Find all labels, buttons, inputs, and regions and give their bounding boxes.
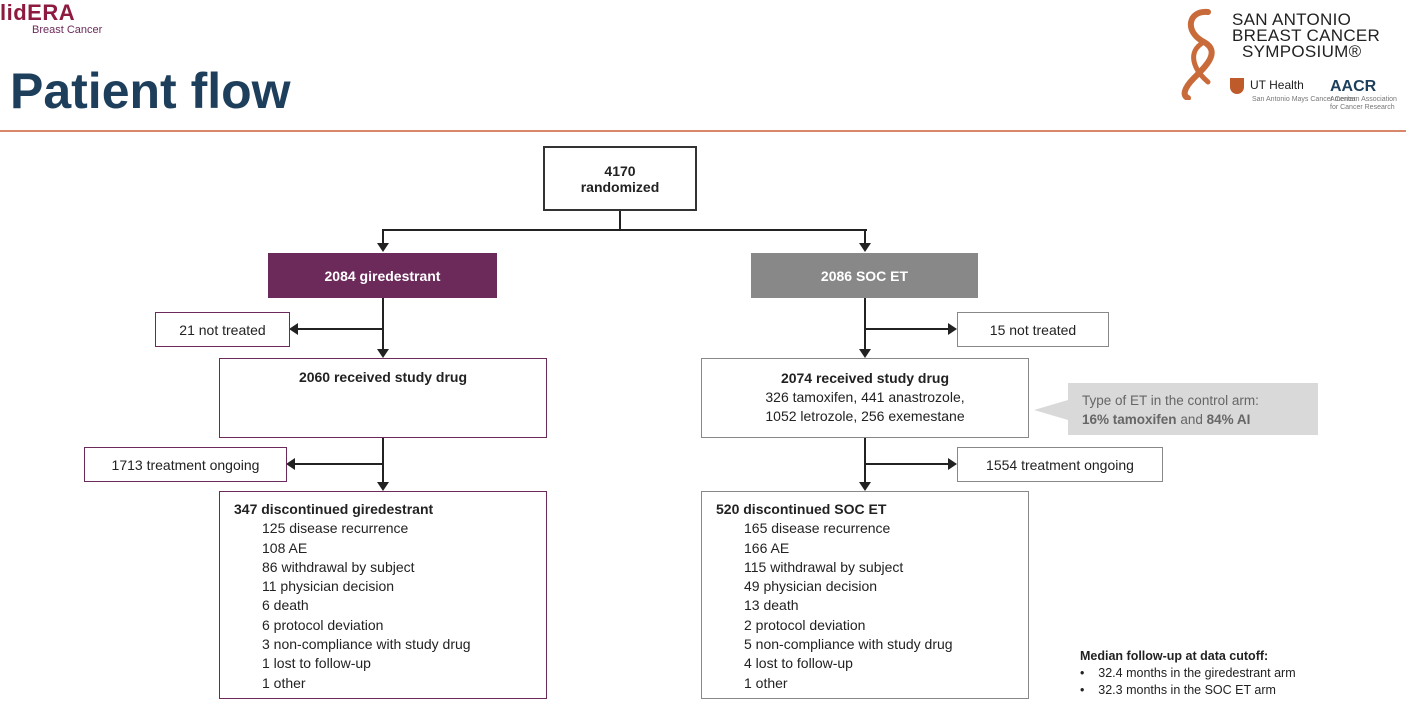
right-received-detail: 326 tamoxifen, 441 anastrozole,: [765, 389, 965, 405]
connector: [382, 229, 384, 247]
page-title: Patient flow: [10, 63, 291, 119]
connector: [864, 463, 950, 465]
callout-tamoxifen: 16% tamoxifen: [1082, 412, 1177, 427]
sabcs-line: SAN ANTONIO: [1232, 10, 1352, 29]
right-not-treated-box: 15 not treated: [957, 312, 1109, 347]
arrow-head-icon: [859, 349, 871, 358]
callout-pointer: [1034, 400, 1068, 420]
list-item: 125 disease recurrence: [262, 520, 409, 537]
list-item: 86 withdrawal by subject: [262, 558, 415, 575]
arrow-head-icon: [377, 482, 389, 491]
connector: [864, 438, 866, 483]
sabcs-line: BREAST CANCER: [1232, 26, 1381, 45]
list-item: 1 lost to follow-up: [262, 655, 371, 672]
aacr-logo: AACR American Association for Cancer Res…: [1330, 78, 1406, 112]
list-item: 1 other: [262, 674, 306, 691]
list-item: 3 non-compliance with study drug: [262, 636, 471, 653]
connector: [864, 328, 950, 330]
lidera-logo: lidERA: [0, 0, 76, 25]
right-received-detail: 1052 letrozole, 256 exemestane: [765, 408, 965, 424]
lidera-logo-subtitle: Breast Cancer: [32, 24, 103, 36]
list-item: 115 withdrawal by subject: [744, 558, 904, 575]
ut-shield-icon: [1230, 78, 1244, 94]
arrow-head-icon: [286, 458, 295, 470]
list-item: 2 protocol deviation: [744, 616, 866, 633]
aacr-label: AACR: [1330, 78, 1377, 95]
randomized-count: 4170: [604, 162, 636, 179]
ut-health-label: UT Health: [1250, 78, 1304, 93]
followup-title: Median follow-up at data cutoff:: [1080, 649, 1269, 663]
randomized-box: 4170 randomized: [543, 146, 697, 211]
list-item: 49 physician decision: [744, 578, 878, 595]
giredestrant-arm-box: 2084 giredestrant: [268, 253, 497, 298]
sabcs-line: SYMPOSIUM®: [1242, 42, 1362, 61]
ut-health-sub: San Antonio Mays Cancer Center: [1252, 96, 1356, 103]
followup-item: • 32.4 months in the giredestrant arm: [1080, 666, 1296, 680]
aacr-sub: American Association for Cancer Research: [1330, 96, 1397, 111]
connector: [864, 229, 866, 247]
right-discontinued-box: 520 discontinued SOC ET 165 disease recu…: [701, 491, 1029, 699]
callout-line: 16% tamoxifen and 84% AI: [1082, 410, 1304, 429]
connector: [382, 229, 867, 231]
arrow-head-icon: [859, 243, 871, 252]
arrow-head-icon: [377, 243, 389, 252]
right-received-label: 2074 received study drug: [780, 370, 950, 386]
list-item: 166 AE: [744, 539, 790, 556]
connector: [293, 463, 383, 465]
left-received-label: 2060 received study drug: [298, 369, 468, 385]
followup-item-text: 32.4 months in the giredestrant arm: [1098, 666, 1296, 680]
list-item: 165 disease recurrence: [744, 520, 891, 537]
followup-note: Median follow-up at data cutoff: • 32.4 …: [1080, 648, 1296, 699]
connector: [864, 298, 866, 350]
arrow-head-icon: [377, 349, 389, 358]
callout-and: and: [1180, 412, 1203, 427]
right-reasons-list: 165 disease recurrence 166 AE 115 withdr…: [716, 519, 1028, 693]
callout-line: Type of ET in the control arm:: [1082, 393, 1259, 408]
arrow-head-icon: [289, 323, 298, 335]
list-item: 4 lost to follow-up: [744, 655, 853, 672]
arrow-head-icon: [948, 323, 957, 335]
left-discontinued-title: 347 discontinued giredestrant: [234, 501, 434, 517]
sabcs-logo-text: SAN ANTONIO BREAST CANCER SYMPOSIUM®: [1232, 10, 1381, 61]
connector: [619, 210, 621, 230]
list-item: 6 protocol deviation: [262, 616, 384, 633]
list-item: 13 death: [744, 597, 799, 614]
soc-et-arm-box: 2086 SOC ET: [751, 253, 978, 298]
arrow-head-icon: [859, 482, 871, 491]
left-received-box: 2060 received study drug: [219, 358, 547, 438]
list-item: 6 death: [262, 597, 309, 614]
left-discontinued-box: 347 discontinued giredestrant 125 diseas…: [219, 491, 547, 699]
header-divider: [0, 130, 1406, 132]
list-item: 1 other: [744, 674, 788, 691]
right-ongoing-box: 1554 treatment ongoing: [957, 447, 1163, 482]
control-arm-callout: Type of ET in the control arm: 16% tamox…: [1068, 383, 1318, 435]
left-reasons-list: 125 disease recurrence 108 AE 86 withdra…: [234, 519, 546, 693]
list-item: 11 physician decision: [262, 578, 395, 595]
followup-item: • 32.3 months in the SOC ET arm: [1080, 683, 1276, 697]
followup-item-text: 32.3 months in the SOC ET arm: [1098, 683, 1276, 697]
sabcs-ribbon-icon: [1181, 8, 1215, 100]
right-discontinued-title: 520 discontinued SOC ET: [716, 501, 887, 517]
list-item: 108 AE: [262, 539, 308, 556]
left-ongoing-box: 1713 treatment ongoing: [84, 447, 287, 482]
arrow-head-icon: [948, 458, 957, 470]
left-not-treated-box: 21 not treated: [155, 312, 290, 347]
connector: [296, 328, 383, 330]
right-received-box: 2074 received study drug 326 tamoxifen, …: [701, 358, 1029, 438]
randomized-label: randomized: [580, 178, 660, 195]
connector: [382, 438, 384, 483]
list-item: 5 non-compliance with study drug: [744, 636, 953, 653]
connector: [382, 298, 384, 350]
ut-health-logo: UT Health San Antonio Mays Cancer Center: [1230, 78, 1356, 103]
callout-ai: 84% AI: [1206, 412, 1251, 427]
